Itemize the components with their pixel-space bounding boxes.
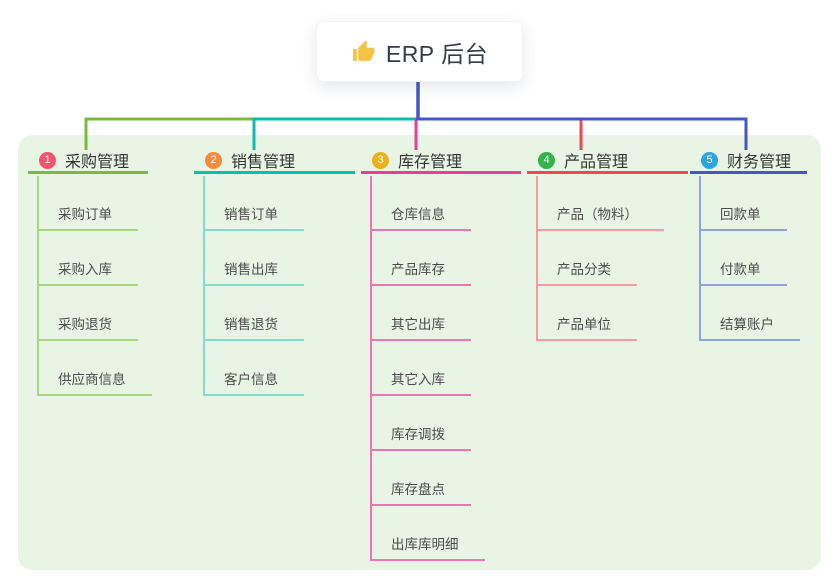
branch-node[interactable]: 3 库存管理 xyxy=(361,149,521,174)
branch-item[interactable]: 回款单 xyxy=(699,201,787,231)
branch-node[interactable]: 4 产品管理 xyxy=(527,149,688,174)
branch-label: 财务管理 xyxy=(727,154,792,171)
branch-label: 库存管理 xyxy=(398,154,463,171)
branch-item[interactable]: 采购退货 xyxy=(37,311,138,341)
branch-tree-line xyxy=(203,176,205,396)
branch-tree-line xyxy=(370,176,372,561)
branch-item[interactable]: 结算账户 xyxy=(699,311,800,341)
branch-item[interactable]: 付款单 xyxy=(699,256,787,286)
branch-item[interactable]: 产品（物料） xyxy=(536,201,664,231)
branch-item[interactable]: 销售出库 xyxy=(203,256,304,286)
branch-item[interactable]: 销售订单 xyxy=(203,201,304,231)
branch-node[interactable]: 2 销售管理 xyxy=(194,149,355,174)
branch-label: 产品管理 xyxy=(564,154,629,171)
root-node[interactable]: ERP 后台 xyxy=(316,21,523,82)
branch-item[interactable]: 库存调拨 xyxy=(370,421,471,451)
branch-item[interactable]: 其它入库 xyxy=(370,366,471,396)
branch-node[interactable]: 5 财务管理 xyxy=(690,149,807,174)
branch-tree-line xyxy=(536,176,538,341)
branch-item[interactable]: 供应商信息 xyxy=(37,366,152,396)
branch-label: 采购管理 xyxy=(65,154,130,171)
branch-item[interactable]: 出库库明细 xyxy=(370,531,485,561)
branch-item[interactable]: 产品库存 xyxy=(370,256,471,286)
branch-number-badge: 5 xyxy=(701,151,718,169)
branch-number-badge: 3 xyxy=(372,151,389,169)
root-title: ERP 后台 xyxy=(385,40,489,67)
branch-label: 销售管理 xyxy=(231,154,296,171)
branch-tree-line xyxy=(699,176,701,341)
branches-panel xyxy=(18,135,821,570)
branch-item[interactable]: 销售退货 xyxy=(203,311,304,341)
thumbs-up-icon xyxy=(351,39,376,64)
branch-number-badge: 4 xyxy=(538,151,555,169)
branch-item[interactable]: 产品单位 xyxy=(536,311,637,341)
branch-item[interactable]: 仓库信息 xyxy=(370,201,471,231)
branch-number-badge: 2 xyxy=(205,151,222,169)
branch-item[interactable]: 采购入库 xyxy=(37,256,138,286)
branch-item[interactable]: 采购订单 xyxy=(37,201,138,231)
branch-item[interactable]: 客户信息 xyxy=(203,366,304,396)
branch-number-badge: 1 xyxy=(39,151,56,169)
branch-item[interactable]: 其它出库 xyxy=(370,311,471,341)
branch-node[interactable]: 1 采购管理 xyxy=(28,149,148,174)
branch-item[interactable]: 产品分类 xyxy=(536,256,637,286)
branch-tree-line xyxy=(37,176,39,396)
branch-item[interactable]: 库存盘点 xyxy=(370,476,471,506)
